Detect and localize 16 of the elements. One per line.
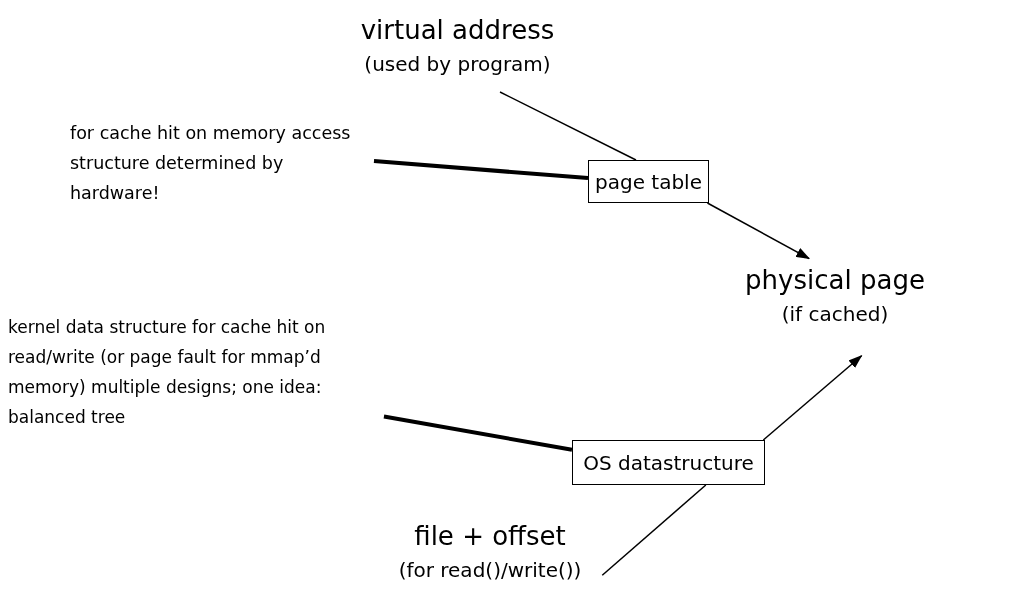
arrow — [706, 202, 811, 260]
note-text: kernel data structure for cache hit on read/write (or page fault for mmap’d memory) multiple designs; one idea: balanced tree — [8, 316, 327, 429]
connector-line — [373, 159, 589, 181]
connector-line — [601, 484, 707, 577]
label-text: virtual address — [360, 14, 555, 47]
sub-label: (for read()/write()) — [398, 557, 582, 584]
sub-label: (used by program) — [364, 51, 551, 78]
note-text: for cache hit on memory access structure determined by hardware! — [70, 122, 352, 205]
connector-line — [383, 414, 573, 452]
label-text: file + offset — [414, 520, 566, 553]
arrow — [762, 355, 863, 441]
process-box: OS datastructure — [572, 440, 765, 485]
sub-label: (if cached) — [781, 301, 889, 328]
label-text: physical page — [745, 264, 925, 297]
connector-line — [499, 91, 637, 161]
process-box: page table — [588, 160, 709, 203]
